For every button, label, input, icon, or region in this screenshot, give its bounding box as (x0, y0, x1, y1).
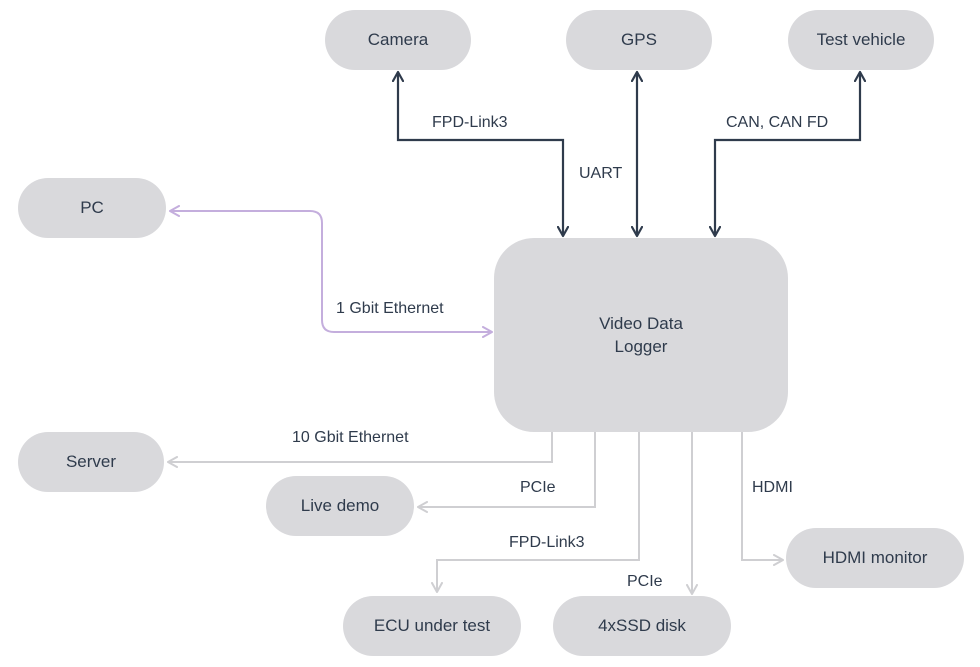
server-node: Server (18, 432, 164, 492)
live-demo-link-label: PCIe (520, 479, 556, 496)
video-data-logger-node: Video Data Logger (494, 238, 788, 432)
ssd-node-label: 4xSSD disk (598, 616, 686, 635)
live-demo-link-line (417, 432, 596, 513)
test-vehicle-node: Test vehicle (788, 10, 934, 70)
live-demo-node: Live demo (266, 476, 414, 536)
camera-link-line (398, 72, 563, 236)
gps-node: GPS (566, 10, 712, 70)
gps-link-label: UART (579, 165, 623, 182)
hdmi-monitor-node-label: HDMI monitor (822, 548, 928, 567)
pc-node: PC (18, 178, 166, 238)
pc-link-line (169, 205, 493, 338)
camera-node-label: Camera (367, 30, 429, 49)
test-vehicle-link-line (715, 72, 860, 236)
ecu-link-line (431, 432, 640, 593)
logger-label-line1: Video Data (599, 314, 683, 333)
server-node-label: Server (65, 452, 117, 471)
server-link-line (167, 432, 553, 468)
ecu-node: ECU under test (343, 596, 521, 656)
ssd-node: 4xSSD disk (553, 596, 731, 656)
logger-label-line2: Logger (614, 337, 668, 356)
hdmi-monitor-node: HDMI monitor (786, 528, 964, 588)
ssd-link-label: PCIe (627, 573, 663, 590)
ecu-link-label: FPD-Link3 (509, 534, 585, 551)
camera-node: Camera (325, 10, 471, 70)
gps-node-label: GPS (621, 30, 657, 49)
ecu-node-label: ECU under test (373, 616, 491, 635)
live-demo-node-label: Live demo (300, 496, 380, 515)
hdmi-link-label: HDMI (752, 479, 793, 496)
pc-link-label: 1 Gbit Ethernet (336, 300, 444, 317)
test-vehicle-link-label: CAN, CAN FD (726, 114, 829, 131)
server-link-label: 10 Gbit Ethernet (292, 429, 409, 446)
pc-node-label: PC (80, 198, 104, 217)
camera-link-label: FPD-Link3 (432, 114, 508, 131)
test-vehicle-node-label: Test vehicle (816, 30, 906, 49)
hdmi-link-line (741, 432, 784, 566)
